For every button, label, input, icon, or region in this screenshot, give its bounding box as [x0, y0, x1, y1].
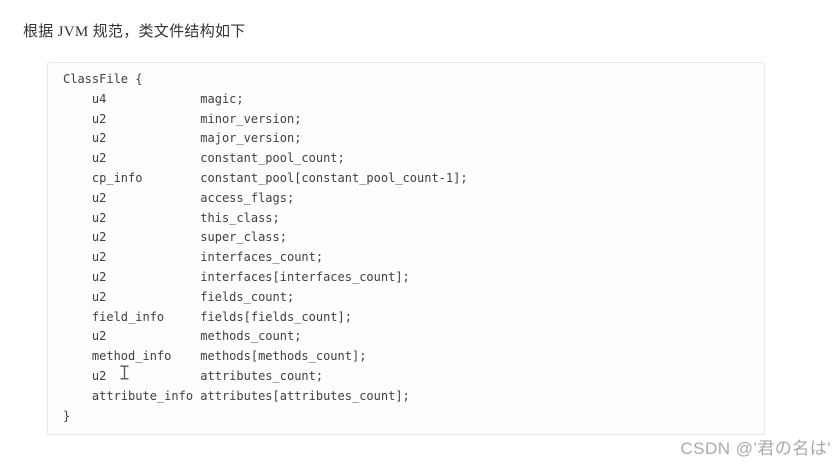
code-block: ClassFile { u4 magic; u2 minor_version; … [47, 62, 765, 435]
code-text: ClassFile { u4 magic; u2 minor_version; … [63, 72, 468, 423]
page-title: 根据 JVM 规范，类文件结构如下 [23, 24, 246, 40]
watermark: CSDN @'君の名は' [680, 439, 831, 458]
ibeam-cursor-icon [120, 365, 129, 380]
